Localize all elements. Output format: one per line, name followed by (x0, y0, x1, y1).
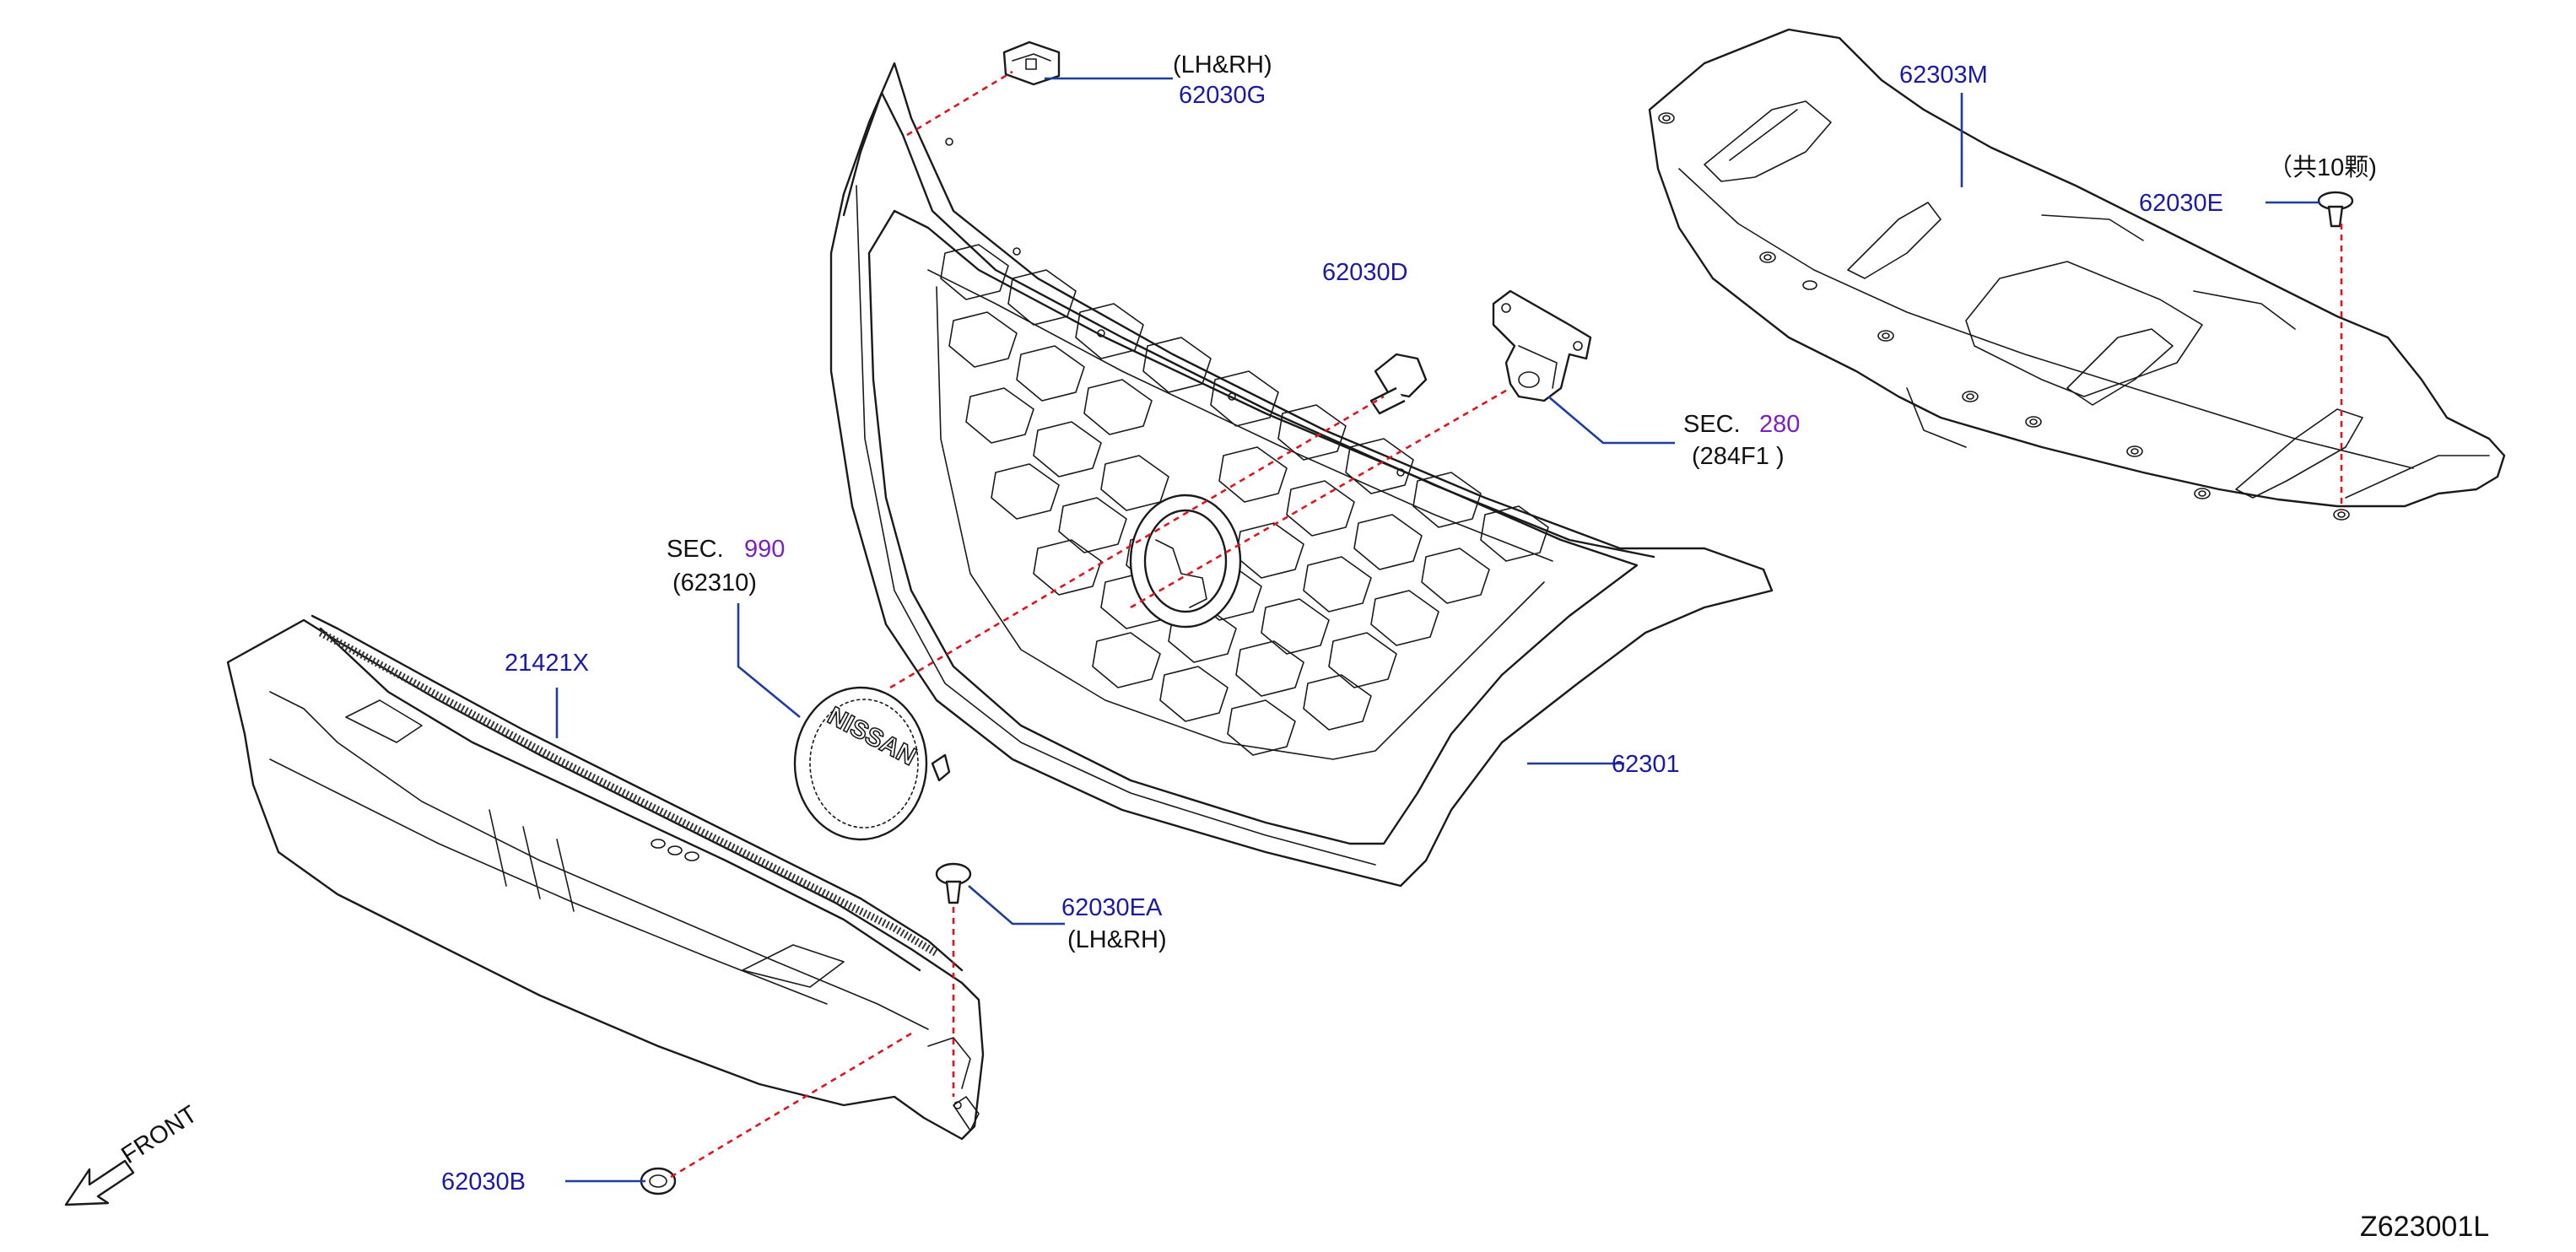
label-21421x: 21421X (505, 650, 589, 677)
label-62303m: 62303M (1899, 62, 1988, 89)
clip-62030e (2317, 191, 2354, 228)
label-62030ea-note: (LH&RH) (1067, 926, 1167, 953)
label-62030g: 62030G (1179, 82, 1266, 109)
label-sec990-number: 990 (744, 536, 785, 563)
label-62030d: 62030D (1322, 259, 1408, 286)
callout-labels: (LH&RH) 62030G 62303M （共10颗) 62030E 6203… (441, 51, 2489, 1243)
label-sec280-ref: (284F1 ) (1692, 443, 1785, 470)
front-label: FRONT (116, 1100, 202, 1168)
emblem-mount-ring (1129, 494, 1242, 629)
clip-62030g (1002, 40, 1061, 86)
label-62030b: 62030B (441, 1168, 526, 1195)
radiator-grille-62301 (829, 62, 1774, 888)
label-62030e-note: （共10颗) (2268, 154, 2377, 181)
front-direction-arrow: FRONT (64, 1100, 203, 1206)
clip-62030b (640, 1167, 677, 1195)
assembly-guide-lines (670, 70, 2343, 1179)
label-62030ea: 62030EA (1061, 894, 1163, 921)
leader-lines (555, 77, 2320, 1183)
lower-grille-21421x (226, 614, 985, 1141)
nissan-emblem: NISSAN (793, 686, 951, 841)
diagram-code: Z623001L (2360, 1211, 2489, 1243)
label-62301: 62301 (1612, 751, 1680, 778)
label-62030e: 62030E (2139, 190, 2223, 217)
label-sec280-number: 280 (1759, 411, 1800, 438)
label-sec990-ref: (62310) (672, 569, 757, 596)
label-sec280-prefix: SEC. (1683, 411, 1741, 438)
label-sec990-prefix: SEC. (667, 536, 724, 563)
front-camera-bracket (1492, 289, 1592, 402)
clip-62030ea (935, 862, 972, 904)
upper-radiator-cover-62303m (1648, 28, 2506, 521)
grille-mesh (940, 244, 1549, 756)
bolt-62030d (1369, 353, 1428, 415)
label-62030g-note: (LH&RH) (1173, 51, 1272, 78)
